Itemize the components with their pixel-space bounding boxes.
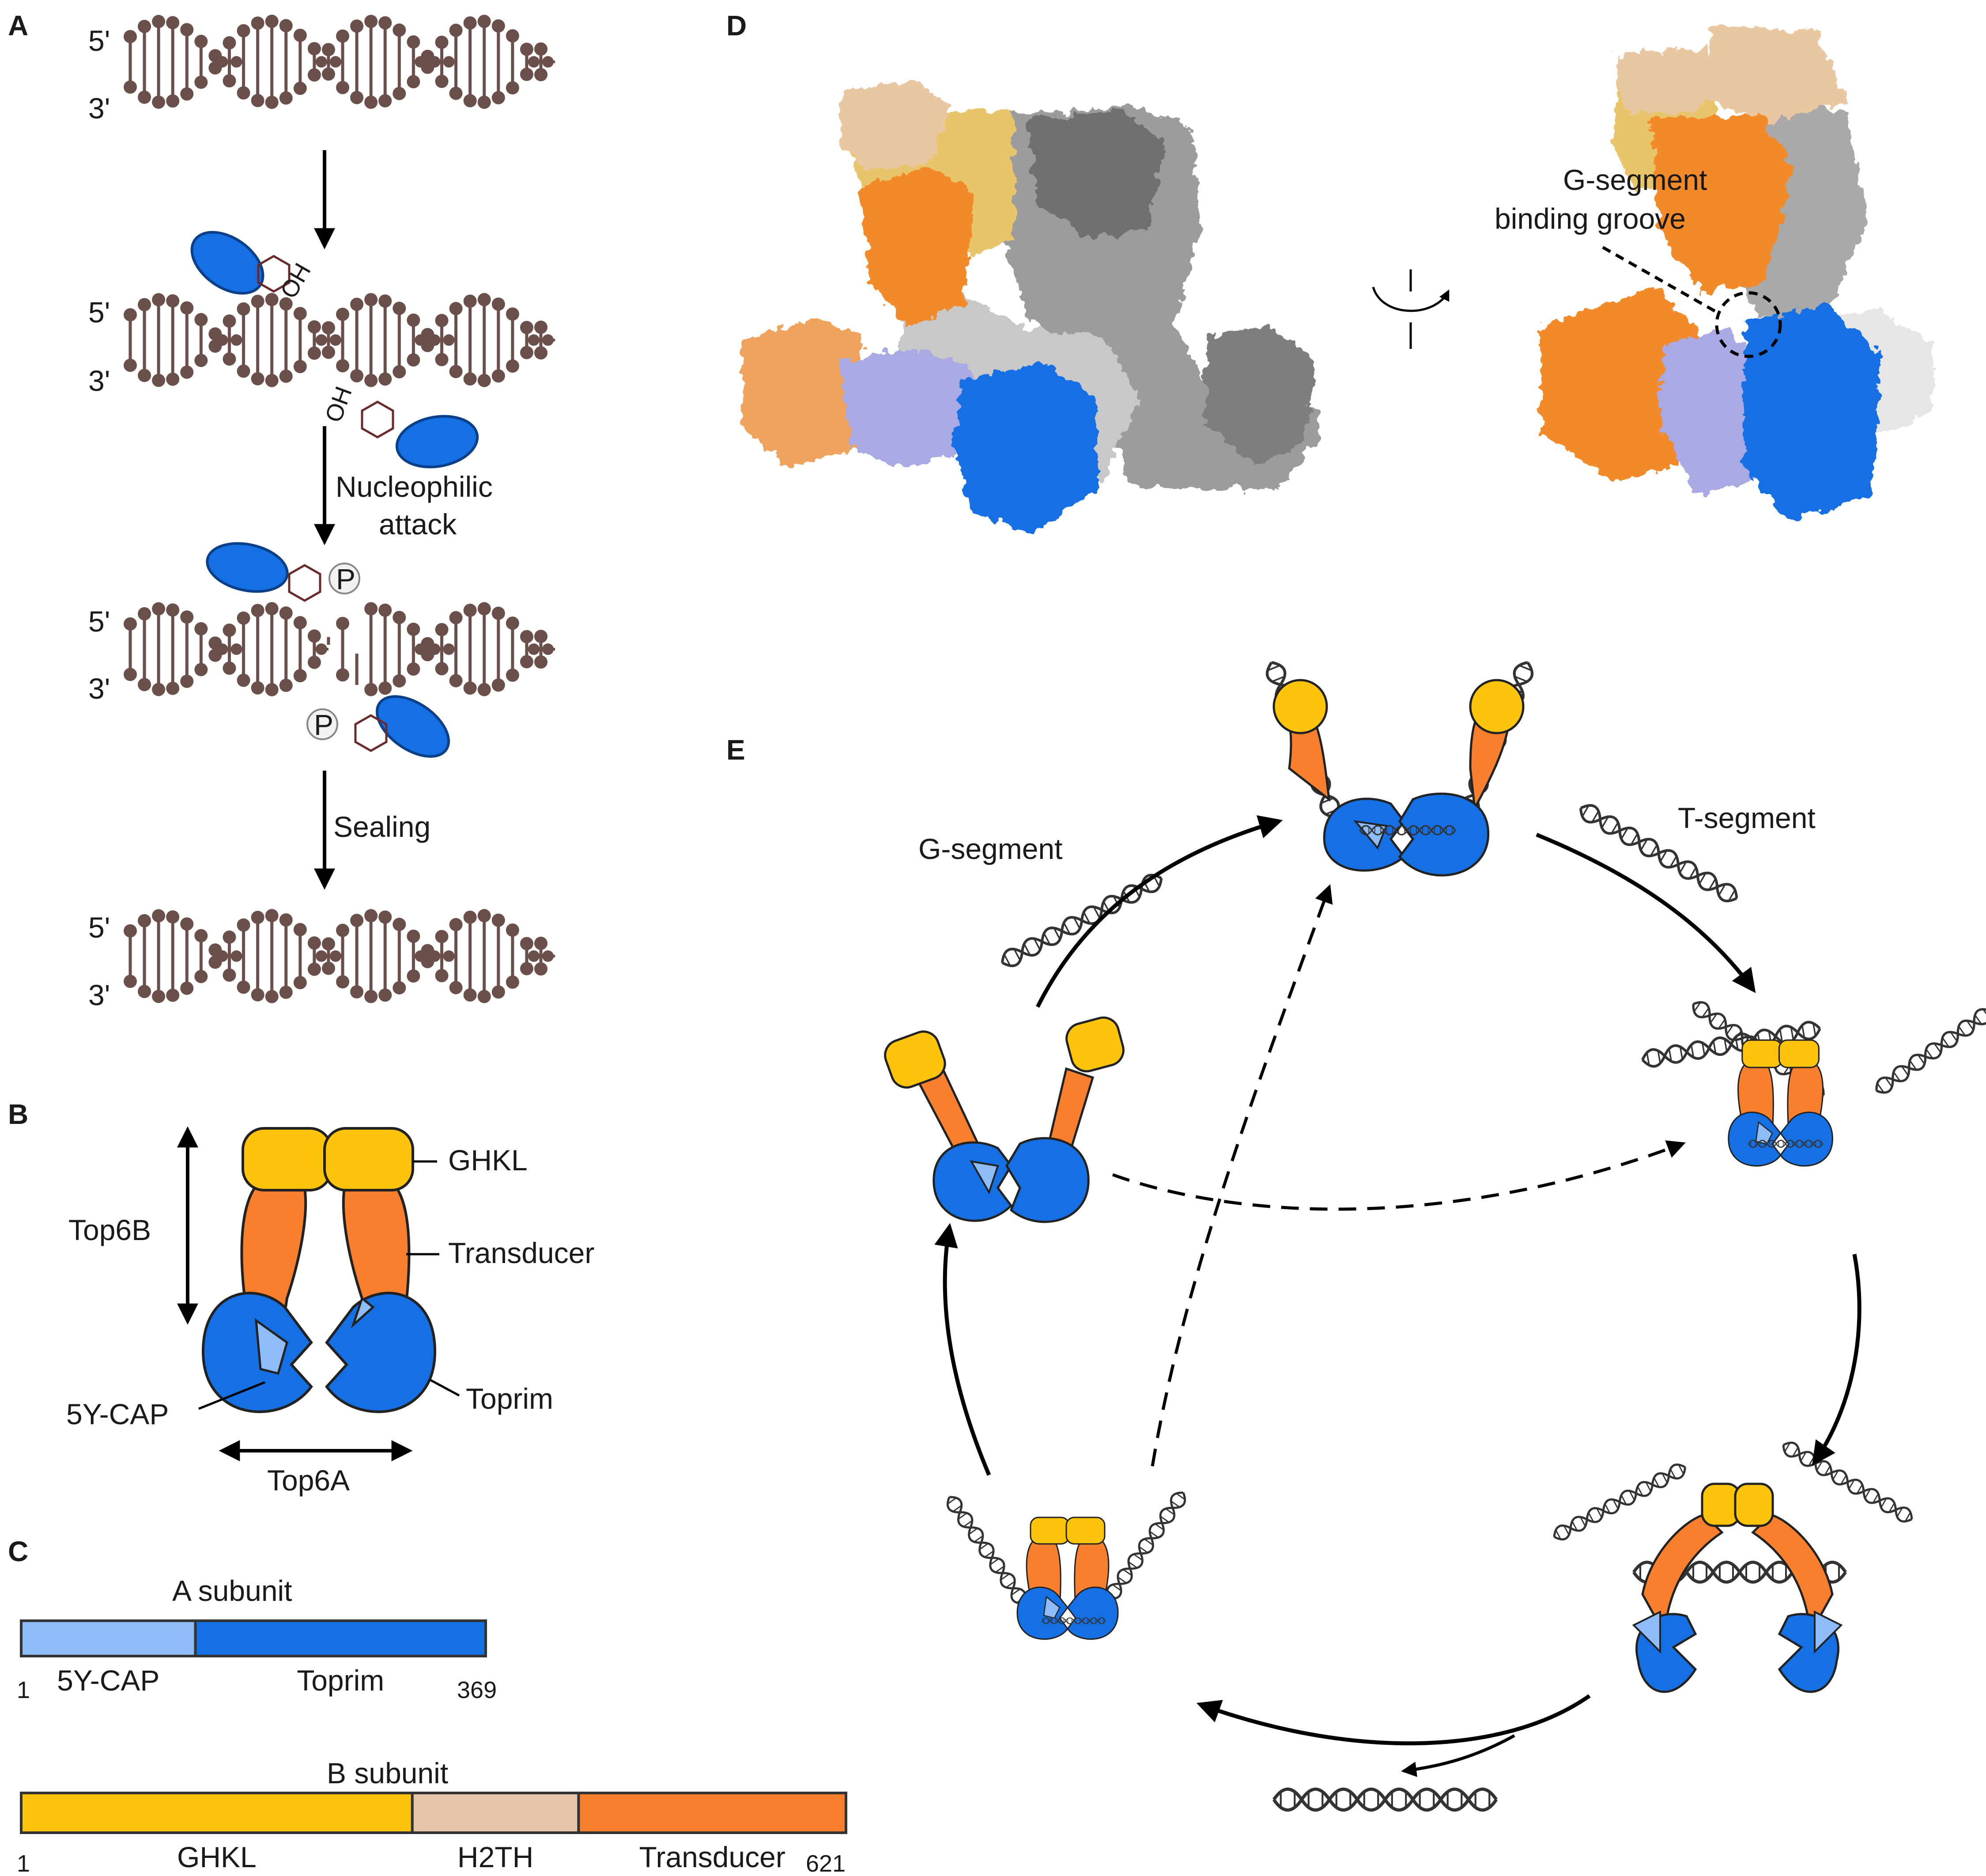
domain-segment (194, 1619, 487, 1657)
b-subunit-domain-bar: GHKL H2TH Transducer (20, 1792, 848, 1873)
domain-label: H2TH (457, 1841, 533, 1873)
groove-leader-line (1602, 246, 1716, 313)
domain-segment (577, 1792, 848, 1834)
tyrosine-ring-icon (354, 714, 388, 752)
panel-b: B Top6B Top6A GHKL Transducer Toprim 5Y-… (8, 1098, 594, 1497)
cycle-arrow (1812, 1254, 1861, 1466)
fivey-cap-label: 5Y-CAP (66, 1398, 169, 1430)
step-attack-label: attack (379, 508, 457, 541)
step-nucleophilic-label: Nucleophilic (336, 470, 493, 503)
domain-segment (411, 1792, 580, 1834)
dna-duplex (124, 293, 555, 387)
domain-label: Toprim (297, 1664, 384, 1697)
dashed-cycle-arrow (1112, 1140, 1686, 1211)
strand-5prime-label: 5' (88, 911, 110, 944)
phosphate-label: P (336, 563, 355, 595)
domain-label: GHKL (177, 1841, 257, 1873)
dna-duplex-series (124, 15, 555, 1003)
transducer-label: Transducer (448, 1237, 594, 1269)
tyrosine-ring-icon (257, 255, 291, 293)
g-segment-label: G-segment (918, 832, 1062, 865)
a-subunit-domain-bar: 5Y-CAP Toprim (20, 1619, 487, 1697)
tyrosine-ring-icon (361, 401, 394, 439)
phosphate-label: P (314, 708, 333, 741)
ghkl-domain (323, 1127, 414, 1191)
groove-label-line1: G-segment (1563, 163, 1707, 196)
top6a-label: Top6A (267, 1464, 350, 1497)
panel-label-d: D (726, 10, 747, 42)
b-subunit-title: B subunit (327, 1757, 448, 1789)
top6b-label: Top6B (68, 1214, 151, 1246)
strand-3prime-label: 3' (88, 672, 110, 705)
domain-label: 5Y-CAP (57, 1664, 159, 1697)
ghkl-label: GHKL (448, 1144, 528, 1176)
cycle-arrow (934, 1223, 991, 1476)
panel-label-e: E (726, 734, 745, 766)
toprim-domain (201, 1292, 313, 1413)
dashed-cycle-arrow (1151, 884, 1333, 1467)
groove-label-line2: binding groove (1495, 202, 1686, 235)
toprim-domain (325, 1292, 437, 1413)
b-subunit-end: 621 (806, 1850, 846, 1876)
phosphate-circle (306, 708, 338, 740)
dna-duplex (124, 15, 555, 109)
enzyme-oval (206, 542, 289, 593)
cycle-state-bottom-left (944, 1489, 1189, 1640)
cycle-arrow (1035, 815, 1283, 1008)
enzyme-oval (395, 415, 479, 469)
a-subunit-title: A subunit (172, 1574, 292, 1607)
release-arrow (1401, 1734, 1515, 1777)
strand-5prime-label: 5' (88, 605, 110, 638)
panel-label-c: C (8, 1536, 28, 1567)
b-subunit-start: 1 (17, 1850, 30, 1876)
phosphate-circle (328, 563, 360, 594)
panel-d: D (726, 10, 1934, 534)
surface-structure-right (1541, 26, 1934, 521)
hydroxyl-label: OH (275, 259, 316, 303)
panel-label-b: B (8, 1098, 28, 1130)
cycle-state-left (884, 1016, 1125, 1223)
panel-c: C A subunit 5Y-CAP Toprim 1 369 B subunit… (8, 1536, 848, 1876)
cycle-arrow (1196, 1694, 1591, 1746)
strand-3prime-label: 3' (88, 364, 110, 397)
released-dna-icon (1274, 1789, 1496, 1810)
cycle-state-right (1641, 994, 1986, 1167)
toprim-label: Toprim (466, 1382, 553, 1415)
a-subunit-start: 1 (17, 1677, 30, 1703)
surface-structure-left (742, 79, 1320, 534)
binding-groove-circle (1715, 291, 1782, 358)
domain-label: Transducer (639, 1841, 785, 1873)
strand-3prime-label: 3' (88, 92, 110, 125)
panel-a: A 5' 3' 5' 3' 5' 3' 5' 3' Nucleophilic a… (8, 10, 555, 1011)
step-sealing-label: Sealing (333, 810, 430, 843)
rotation-icon (1372, 269, 1450, 349)
fivey-cap-domain (351, 1296, 375, 1329)
enzyme-oval (190, 231, 264, 295)
tyrosine-ring-icon (288, 564, 321, 602)
a-subunit-end: 369 (457, 1677, 497, 1703)
top6-enzyme-cartoon (201, 1127, 437, 1413)
enzyme-oval (375, 695, 450, 758)
cycle-arrow (1536, 832, 1756, 993)
cycle-state-bottom-right (1551, 1439, 1915, 1693)
hydroxyl-label: OH (320, 383, 357, 426)
panel-label-a: A (8, 10, 28, 42)
dna-duplex (124, 909, 555, 1003)
t-segment-label: T-segment (1678, 802, 1816, 834)
strand-3prime-label: 3' (88, 979, 110, 1011)
fivey-cap-domain (255, 1318, 288, 1375)
strand-5prime-label: 5' (88, 24, 110, 57)
strand-5prime-label: 5' (88, 296, 110, 329)
panel-e: E G-segment T-segment (726, 659, 1986, 1810)
cycle-state-top (1263, 659, 1536, 877)
ghkl-domain (242, 1127, 332, 1191)
domain-segment (20, 1792, 414, 1834)
domain-segment (20, 1619, 197, 1657)
dna-duplex (124, 602, 555, 696)
